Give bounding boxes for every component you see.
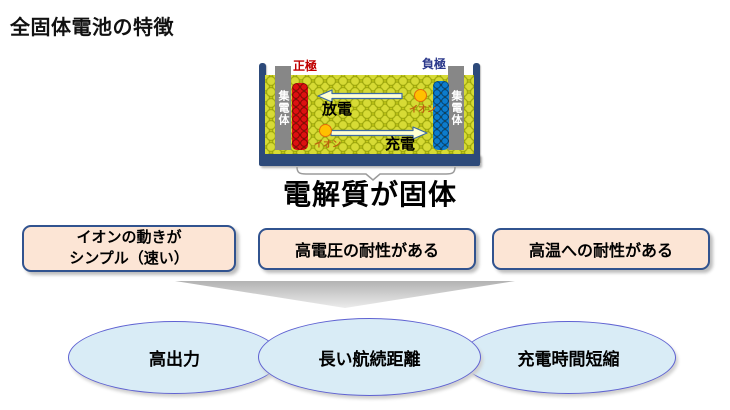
- down-arrow: [175, 281, 515, 308]
- current-collector-left: 集電体: [275, 66, 291, 150]
- current-collector-right: 集電体: [448, 66, 464, 150]
- negative-electrode-label: 負極: [422, 57, 447, 71]
- discharge-label: 放電: [322, 101, 353, 118]
- benefit-ellipse-charge-time: 充電時間短縮: [461, 321, 676, 394]
- charge-label: 充電: [385, 136, 416, 153]
- electrolyte-caption: 電解質が固体: [282, 179, 457, 210]
- feature-box-voltage: 高電圧の耐性がある: [258, 228, 476, 270]
- page-title: 全固体電池の特徴: [10, 17, 174, 39]
- ion-icon: [319, 124, 332, 137]
- battery-base: [259, 154, 480, 166]
- benefit-ellipse-high-output: 高出力: [68, 321, 281, 394]
- ion-label: イオン: [314, 139, 342, 149]
- discharge-arrow-icon: [317, 89, 403, 103]
- feature-line-1: イオンの動きが: [76, 229, 182, 247]
- feature-box-ion-movement: イオンの動きがシンプル（速い）: [22, 225, 236, 272]
- negative-electrode: [433, 81, 449, 150]
- feature-line-2: シンプル（速い）: [69, 249, 189, 267]
- feature-box-ion-movement-text: イオンの動きがシンプル（速い）: [69, 228, 189, 269]
- battery-wall-left: [259, 63, 266, 162]
- battery-wall-right: [473, 63, 480, 162]
- battery-diagram: 集電体 集電体 正極 負極 放電 充電 イオン イオン: [259, 58, 480, 166]
- ion-icon: [414, 89, 427, 102]
- brace-icon: [296, 166, 456, 181]
- ion-label: イオン: [409, 104, 437, 114]
- feature-box-temperature: 高温への耐性がある: [492, 228, 710, 270]
- positive-electrode: [292, 83, 308, 150]
- positive-electrode-label: 正極: [293, 59, 318, 73]
- charge-arrow-icon: [330, 126, 428, 140]
- benefit-ellipse-range: 長い航続距離: [258, 318, 481, 396]
